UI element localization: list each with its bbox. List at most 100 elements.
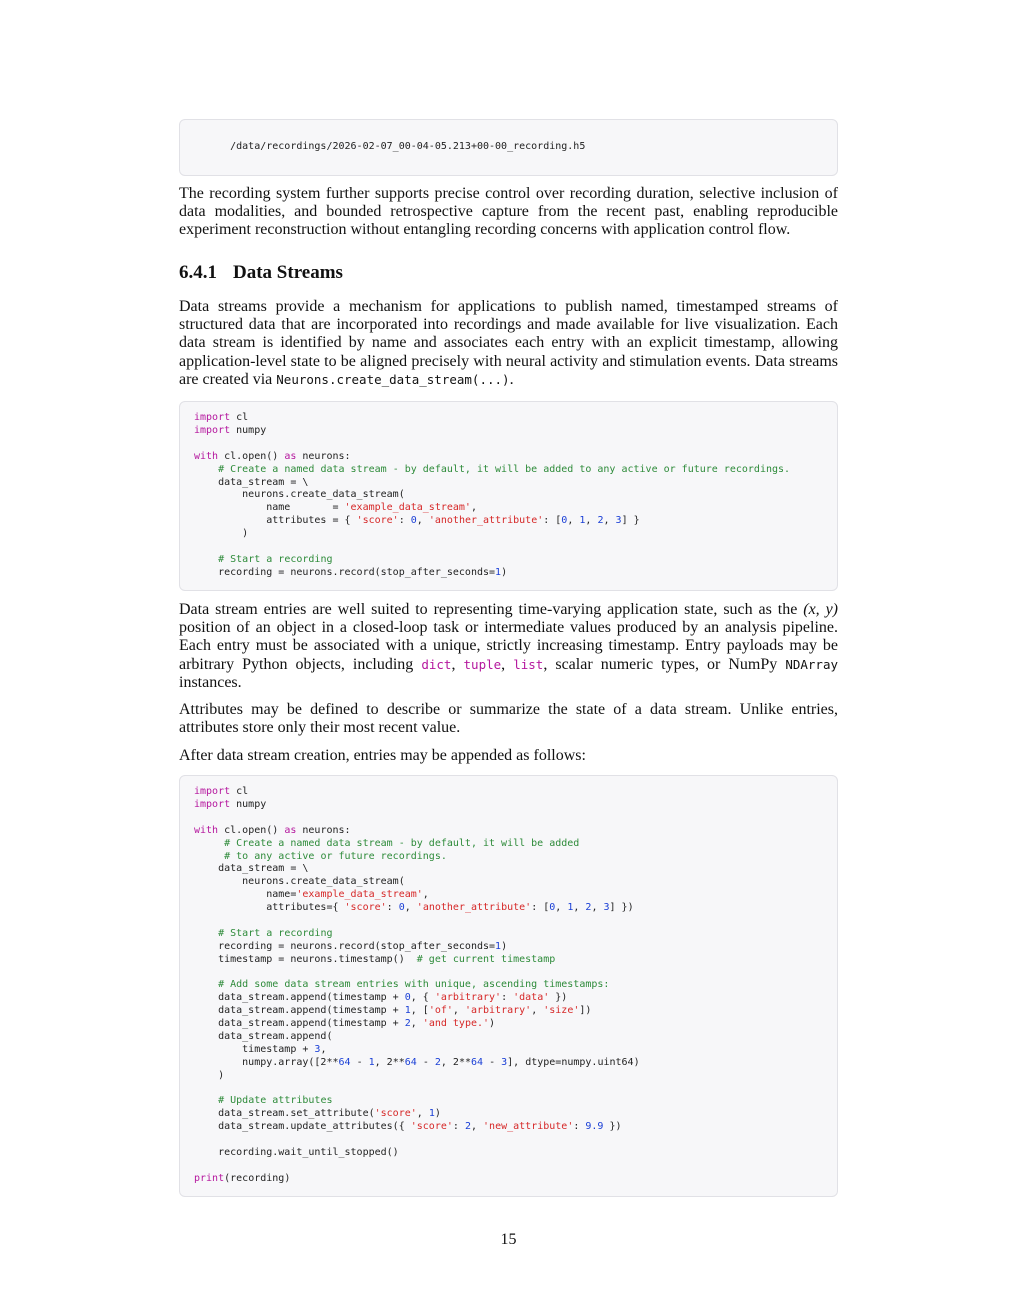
code-block-2-token: numpy.array([2** <box>194 1056 339 1068</box>
code-block-1-line: attributes = { 'score': 0, 'another_attr… <box>194 515 823 528</box>
code-block-2-token <box>194 851 224 862</box>
data-streams-end: . <box>509 370 514 388</box>
code-block-2-token: import <box>194 798 231 810</box>
create-data-stream-inline-code: Neurons.create_data_stream(...) <box>276 371 510 387</box>
code-block-2-token: cl <box>230 786 249 798</box>
code-block-1-token: 3 <box>615 515 622 527</box>
code-block-2-token: 0 <box>404 992 411 1004</box>
code-block-2-token: neurons.create_data_stream( <box>194 876 405 888</box>
code-block-2-token: ) <box>194 1069 225 1081</box>
code-block-1-token: cl <box>230 412 249 424</box>
code-block-1-token: 1 <box>495 566 502 578</box>
code-block-2-token: , <box>452 1005 465 1017</box>
list-inline-code: list <box>513 656 544 672</box>
code-block-2-token: 'new_attribute' <box>483 1121 574 1133</box>
page-content: /data/recordings/2026-02-07_00-04-05.213… <box>179 119 838 1197</box>
code-block-2-token: 1 <box>404 1005 411 1017</box>
data-streams-text: Data streams provide a mechanism for app… <box>179 297 838 388</box>
code-block-2-token: import <box>194 786 231 798</box>
code-block-2-token: data_stream = \ <box>194 863 309 875</box>
code-block-1-token: 'another_attribute' <box>428 515 544 527</box>
code-block-2-token: ) <box>434 1108 441 1120</box>
append-paragraph: After data stream creation, entries may … <box>179 746 586 764</box>
code-block-2-token: # Start a recording <box>218 927 333 939</box>
code-block-2-token: 'size' <box>543 1005 580 1017</box>
code-block-2-line: data_stream.append( <box>194 1031 823 1044</box>
code-block-2-token: 'arbitrary' <box>464 1005 532 1017</box>
code-block-2-token: ) <box>501 940 508 952</box>
code-block-2-token: ) <box>489 1018 496 1030</box>
code-block-2-token: 64 <box>471 1056 484 1068</box>
code-block-2-token: cl.open() <box>218 824 285 836</box>
intro-paragraph: The recording system further supports pr… <box>179 184 838 239</box>
code-block-2-token: }) <box>549 992 568 1004</box>
code-block-1-token: : <box>398 515 411 527</box>
code-block-2-token: 'score' <box>344 902 387 914</box>
code-block-2-token: 9.9 <box>585 1121 604 1133</box>
code-block-2-token: 0 <box>549 902 556 914</box>
code-block-2-token: data_stream.append(timestamp + <box>194 992 405 1004</box>
code-block-1-token: recording = neurons.record(stop_after_se… <box>194 566 496 578</box>
code-block-1-line: # Start a recording <box>194 554 823 567</box>
code-block-1-token: , <box>567 515 580 527</box>
code-block-2-line: data_stream.update_attributes({ 'score':… <box>194 1121 823 1134</box>
code-block-2-token: # to any active or future recordings. <box>224 850 447 862</box>
code-block-2-token: : <box>501 992 514 1004</box>
code-block-2-line: neurons.create_data_stream( <box>194 876 823 889</box>
code-block-1-token: 'example_data_stream' <box>344 502 471 514</box>
code-block-2-token <box>194 838 224 849</box>
code-block-2-line: ) <box>194 1070 823 1083</box>
code-block-1-token: ) <box>194 528 249 540</box>
code-block-2-token: 3 <box>314 1043 321 1055</box>
code-block-2-line: recording = neurons.record(stop_after_se… <box>194 941 823 954</box>
code-block-2-token: - <box>416 1056 435 1068</box>
code-block-2-token: , [ <box>410 1005 429 1017</box>
code-block-2-token: 2 <box>585 902 592 914</box>
code-block-2-line: print(recording) <box>194 1173 823 1186</box>
code-block-2-token: , <box>410 1018 423 1030</box>
data-streams-paragraph: Data streams provide a mechanism for app… <box>179 298 838 389</box>
ndarray-inline-code: NDArray <box>785 656 838 672</box>
code-block-2-token: , <box>416 1108 429 1120</box>
code-block-1-token: numpy <box>230 424 267 436</box>
code-block-2-line: data_stream.set_attribute('score', 1) <box>194 1108 823 1121</box>
code-block-2-token: timestamp = neurons.timestamp() <box>194 953 417 965</box>
code-block-1-line: import numpy <box>194 425 823 438</box>
entries-sep-2: , <box>501 655 506 673</box>
code-block-2-token: , <box>531 1005 544 1017</box>
code-block-2-token: 'example_data_stream' <box>296 889 423 901</box>
code-block-1-token: with <box>194 450 219 462</box>
entries-text-b: position of an object in a closed-loop t… <box>179 618 838 673</box>
entries-text-d: instances. <box>179 673 242 691</box>
code-block-2-line <box>194 967 823 980</box>
code-block-2-token: as <box>284 824 297 836</box>
code-block-1-token: , <box>416 515 429 527</box>
code-block-2-line: import numpy <box>194 799 823 812</box>
code-block-2-line: timestamp = neurons.timestamp() # get cu… <box>194 954 823 967</box>
section-title: Data Streams <box>233 261 343 283</box>
code-block-1-token: ] } <box>621 515 640 527</box>
code-block-2-token: 0 <box>398 902 405 914</box>
code-block-1-token: : [ <box>543 515 562 527</box>
file-path-code-box: /data/recordings/2026-02-07_00-04-05.213… <box>179 119 838 176</box>
code-block-2-token: data_stream.append(timestamp + <box>194 1018 405 1030</box>
code-block-2-token: 64 <box>404 1056 417 1068</box>
code-block-1-line <box>194 541 823 554</box>
code-block-1-token: # Create a named data stream - by defaul… <box>218 463 791 475</box>
code-block-2-token: ]) <box>579 1005 592 1017</box>
code-block-1-token: # Start a recording <box>218 553 333 565</box>
code-block-2-line: numpy.array([2**64 - 1, 2**64 - 2, 2**64… <box>194 1057 823 1070</box>
code-block-2-token: , 2** <box>440 1056 471 1068</box>
code-block-2-line: # Update attributes <box>194 1095 823 1108</box>
code-block-2-line: # Start a recording <box>194 928 823 941</box>
code-block-2-token: # get current timestamp <box>416 953 556 965</box>
code-block-1-line: neurons.create_data_stream( <box>194 489 823 502</box>
code-block-1-token: ) <box>501 566 508 578</box>
code-block-2-token: timestamp + <box>194 1043 315 1055</box>
code-block-2-token: : <box>573 1121 586 1133</box>
code-block-2-token: - <box>350 1056 369 1068</box>
code-block-2-token: 'arbitrary' <box>434 992 502 1004</box>
code-block-2-token <box>194 928 218 939</box>
code-block-2-token: neurons: <box>296 824 351 836</box>
